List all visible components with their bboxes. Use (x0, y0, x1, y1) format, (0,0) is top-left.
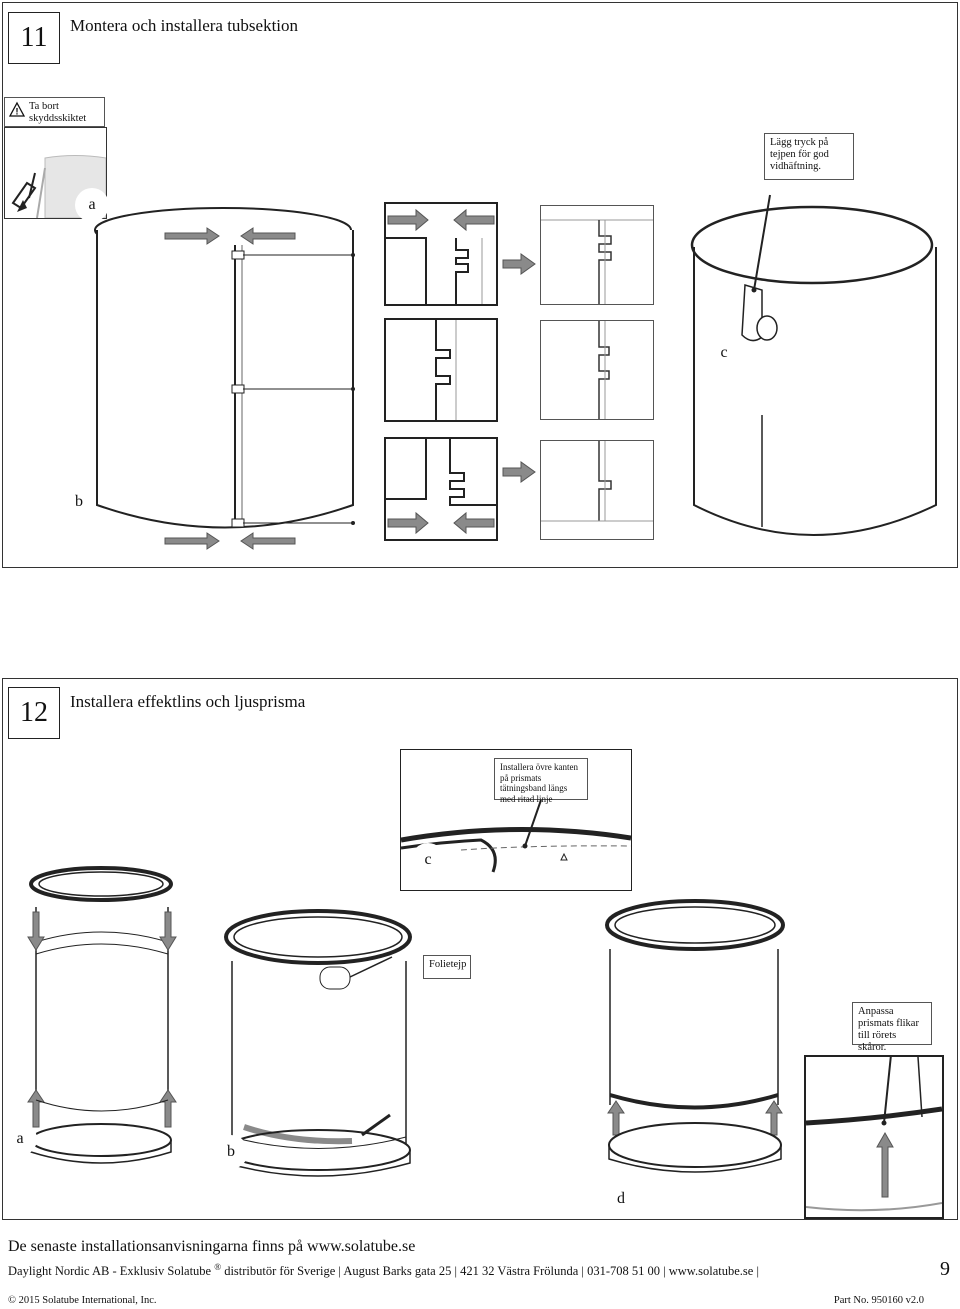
separator: | (663, 1264, 669, 1279)
label-a: a (75, 188, 109, 222)
part-number: Part No. 950160 v2.0 (833, 1295, 924, 1306)
label-b: b (62, 485, 96, 519)
seam-detail-bottom-before (384, 437, 498, 541)
foil-tape-note: Folietejp (423, 955, 471, 979)
label-b: b (214, 1135, 248, 1169)
svg-text:!: ! (16, 107, 19, 117)
company-tail: distributör för Sverige (224, 1264, 336, 1279)
seal-edge-note: Installera övre kanten på prismats tätni… (494, 758, 588, 804)
seam-detail-middle-before (384, 318, 498, 422)
label-c: c (411, 843, 445, 877)
prism-tabs-illustration (806, 1057, 942, 1212)
seam-illustration (386, 439, 496, 535)
prism-assembly-b (224, 909, 412, 1177)
separator: | (581, 1264, 588, 1279)
label-c: c (707, 336, 741, 370)
separator: | (454, 1264, 461, 1279)
seam-illustration (541, 219, 653, 304)
seam-detail-middle-after (540, 320, 654, 420)
tube-cylinder-right (690, 194, 937, 536)
pressure-note: Lägg tryck på tejpen för god vidhäftning… (764, 133, 854, 180)
phone: 031-708 51 00 (587, 1264, 660, 1279)
seam-detail-bottom-after (540, 440, 654, 540)
company-name: Daylight Nordic AB - Exklusiv Solatube (8, 1264, 212, 1279)
step-11-title: Montera och installera tubsektion (70, 16, 299, 35)
seam-detail-top-before (384, 202, 498, 306)
tube-cylinder-left (94, 207, 355, 529)
website-line: De senaste installationsanvisningarna fi… (8, 1238, 416, 1255)
address: August Barks gata 25 (343, 1264, 452, 1279)
arrow-icon (164, 227, 296, 245)
prism-tabs-detail (804, 1055, 944, 1219)
copyright: © 2015 Solatube International, Inc. (8, 1295, 157, 1306)
prism-assembly-a (27, 866, 177, 1164)
arrow-icon (502, 253, 536, 275)
step-12-number: 12 (8, 687, 60, 739)
page-number: 9 (940, 1258, 950, 1280)
registered-mark: ® (214, 1262, 222, 1272)
city: 421 32 Västra Frölunda (460, 1264, 579, 1279)
seam-illustration (386, 208, 495, 304)
step-12-title: Installera effektlins och ljusprisma (70, 692, 306, 711)
distributor-line: Daylight Nordic AB - Exklusiv Solatube ®… (8, 1262, 759, 1279)
warning-note-text: Ta bort skyddsskiktet (29, 101, 87, 124)
arrow-icon (502, 461, 536, 483)
seam-illustration (541, 441, 653, 522)
seam-detail-top-after (540, 205, 654, 305)
warning-triangle-icon: ! (8, 101, 26, 121)
label-d: d (604, 1182, 638, 1216)
warning-note-box: ! Ta bort skyddsskiktet (4, 97, 105, 127)
arrow-icon (164, 532, 296, 550)
separator: | (338, 1264, 344, 1279)
prism-tabs-note: Anpassa prismats flikar till rörets skår… (852, 1002, 932, 1053)
separator: | (756, 1264, 759, 1279)
web-link[interactable]: www.solatube.se (668, 1264, 754, 1279)
seam-illustration (435, 320, 457, 420)
step-11-number: 11 (8, 12, 60, 64)
prism-assembly-d (605, 899, 785, 1173)
label-a: a (3, 1122, 37, 1156)
seam-illustration (598, 321, 610, 419)
